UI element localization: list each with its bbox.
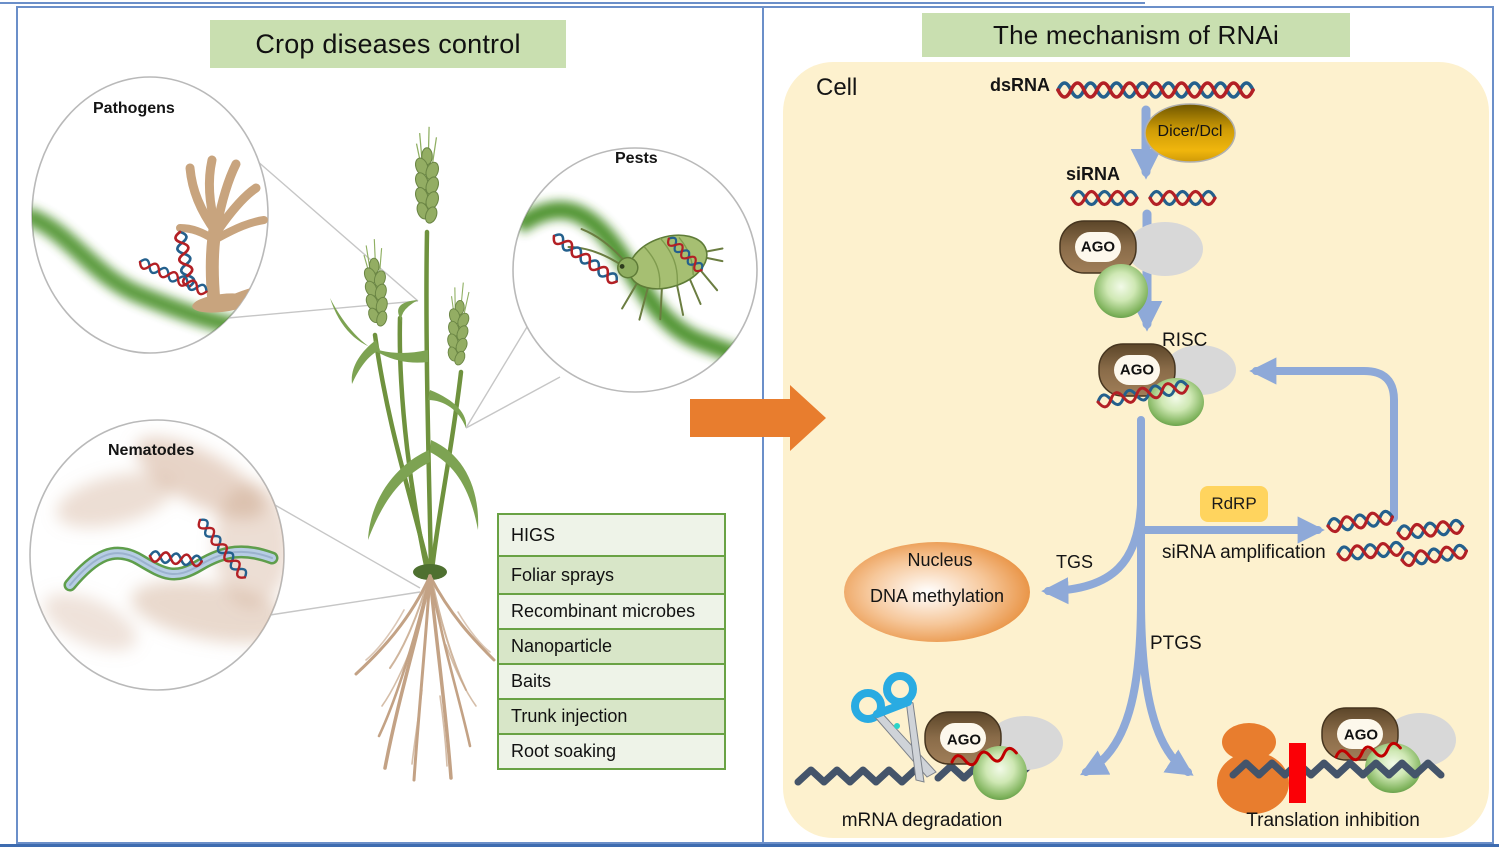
nematode-worm [63,545,279,592]
arrow-amplified-to-risc [1249,357,1398,522]
pathogens-label: Pathogens [93,100,175,117]
arrow-tgs [1041,501,1145,605]
plant-roots [354,574,496,782]
arrow-ptgs-right [1137,596,1194,776]
right-panel-title: The mechanism of RNAi [922,13,1350,57]
plant-leaves [330,298,479,540]
arrow-ptgs-left [1079,596,1145,776]
aphid-pest [567,228,724,321]
nematodes-label: Nematodes [108,442,195,459]
pathogens-circle [31,76,269,354]
ago-label: AGO [1343,726,1379,744]
nucleus-label: Nucleus [907,550,973,570]
risc-label: RISC [1162,330,1208,351]
ago-label: AGO [946,731,982,749]
translation-inhibition-group [1217,707,1456,814]
ago-label: AGO [1119,361,1155,379]
dicer-label: Dicer/Dcl [1157,123,1223,140]
sirna-helices [1070,189,1217,207]
delivery-methods-table: HIGS Foliar sprays Recombinant microbes … [497,513,726,770]
method-row: Trunk injection [499,700,724,735]
wheat-plant [330,126,496,782]
sirna-guide-red [1334,741,1402,762]
dsrna-helix [1056,81,1255,99]
orange-transition-arrow [690,385,826,451]
ago-complex-free [1059,220,1203,318]
method-row: Root soaking [499,735,724,768]
dsrna-label: dsRNA [990,75,1051,95]
sirna-amplification-label: siRNA amplification [1162,542,1326,563]
risc-complex [1095,343,1236,426]
dna-methylation-label: DNA methylation [869,586,1005,606]
mrna-zigzag [1229,759,1445,779]
scissors-icon [851,672,937,783]
pests-circle [512,147,758,393]
dicer-oval [1144,103,1236,163]
sirna-label: siRNA [1066,164,1121,184]
rdrp-box: RdRP [1200,486,1268,522]
nucleus-oval [844,542,1030,642]
rdrp-label: RdRP [1211,494,1257,513]
nematodes-circle [29,419,285,691]
ptgs-label: PTGS [1150,633,1202,654]
left-panel-title: Crop diseases control [210,20,566,68]
figure-border [16,6,1494,844]
sirna-guide-red [950,746,1018,767]
top-border-line [0,2,1145,4]
bottom-border-line [0,844,1499,847]
method-row: Foliar sprays [499,557,724,595]
ago-label: AGO [1080,238,1116,256]
magnifier-tails [227,159,561,616]
method-row: Recombinant microbes [499,595,724,630]
mrna-degradation-label: mRNA degradation [841,810,1003,831]
tgs-label: TGS [1056,552,1094,572]
method-row: Nanoparticle [499,630,724,665]
cell-label: Cell [816,74,858,101]
flow-arrows [1041,105,1398,776]
method-row: Baits [499,665,724,700]
soil-roots-blur [43,437,284,651]
pests-label: Pests [615,150,658,167]
translation-inhibition-label: Translation inhibition [1246,810,1420,831]
mrna-degradation-group [794,672,1063,800]
method-row: HIGS [499,515,724,557]
stop-bar [1289,743,1306,803]
